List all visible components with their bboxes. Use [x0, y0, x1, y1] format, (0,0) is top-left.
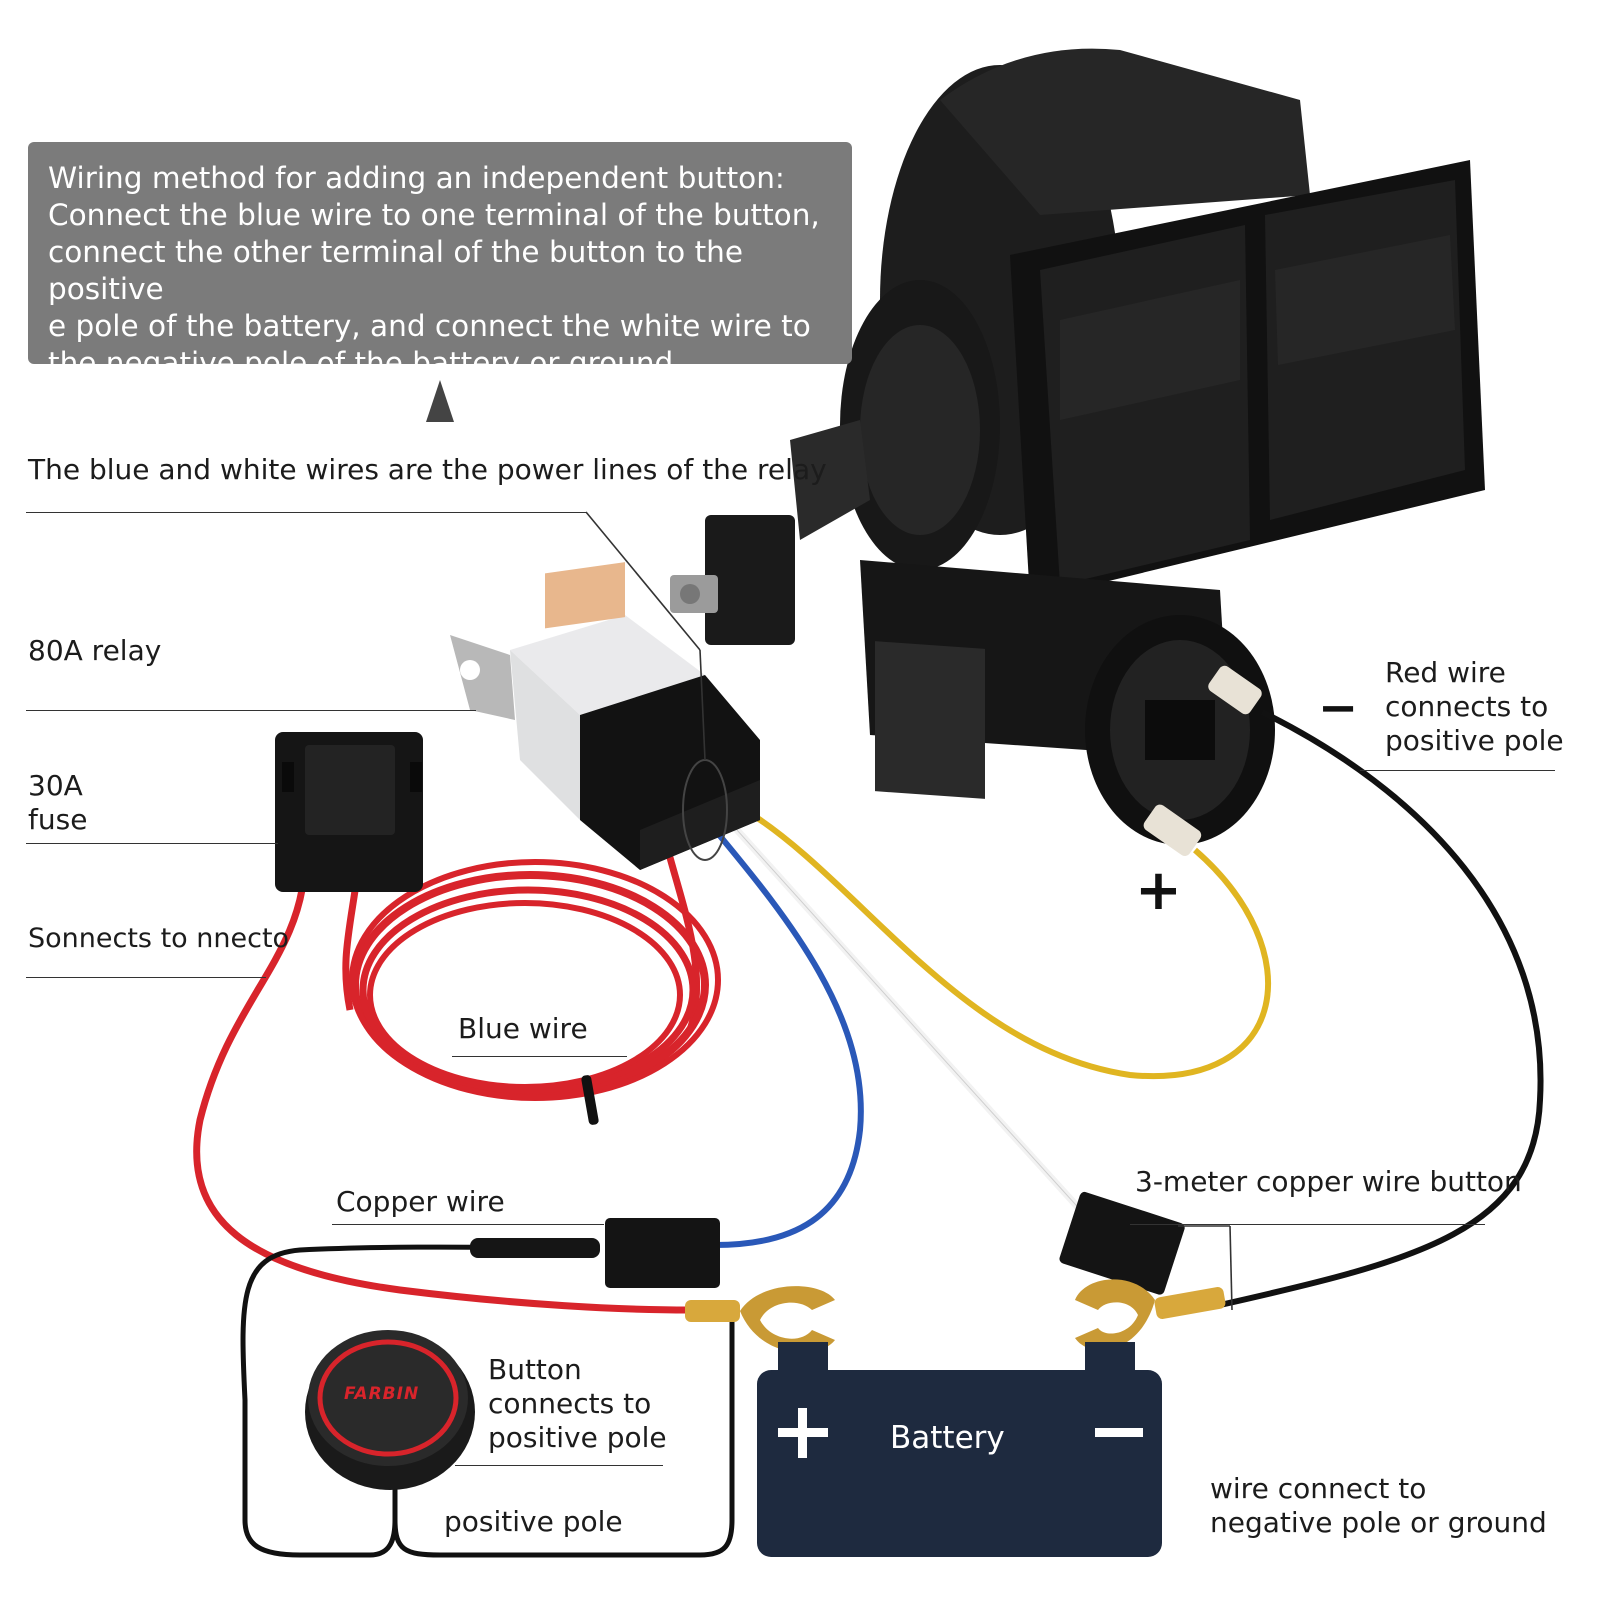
negative-connector: [1059, 1191, 1185, 1295]
leader-button-connects: [455, 1465, 663, 1466]
air-horn-compressor-icon: [670, 48, 1485, 856]
info-box-text: Wiring method for adding an independent …: [48, 161, 820, 380]
red-wire-coil: [349, 859, 721, 1101]
label-button-connects: Button connects to positive pole: [488, 1353, 667, 1454]
leader-relay: [26, 710, 476, 711]
label-relay: 80A relay: [28, 634, 162, 667]
push-button-icon: [305, 1330, 475, 1490]
button-brand-text: FARBIN: [344, 1384, 420, 1404]
label-blue-wire: Blue wire: [458, 1012, 588, 1045]
ring-terminal-negative: [1075, 1279, 1226, 1351]
fuse-holder-icon: [275, 732, 423, 892]
label-copper-wire: Copper wire: [336, 1185, 505, 1218]
label-sonnects: Sonnects to nnecto: [28, 923, 290, 954]
leader-power-lines: [26, 512, 586, 513]
horn-minus-marker: −: [1318, 680, 1359, 736]
battery-label: Battery: [890, 1420, 1005, 1456]
label-three-meter: 3-meter copper wire button: [1135, 1165, 1522, 1198]
leader-blue-wire: [452, 1056, 627, 1057]
label-positive-pole: positive pole: [444, 1505, 623, 1538]
relay-icon: [450, 562, 760, 870]
leader-three-meter: [1130, 1224, 1485, 1225]
copper-connector: [605, 1218, 720, 1288]
label-fuse: 30A fuse: [28, 769, 88, 836]
leader-copper-wire: [332, 1224, 604, 1225]
leader-sonnects: [26, 977, 266, 978]
battery-icon: [757, 1342, 1162, 1557]
leader-red-wire: [1360, 770, 1555, 771]
label-wire-connect: wire connect to negative pole or ground: [1210, 1472, 1547, 1539]
leader-fuse: [26, 843, 278, 844]
ring-terminal-positive: [685, 1286, 835, 1353]
info-box: Wiring method for adding an independent …: [28, 142, 852, 380]
horn-plus-marker: +: [1135, 858, 1182, 923]
up-triangle-icon: [426, 380, 454, 422]
label-power-lines: The blue and white wires are the power l…: [28, 453, 827, 486]
label-red-wire: Red wire connects to positive pole: [1385, 656, 1564, 757]
